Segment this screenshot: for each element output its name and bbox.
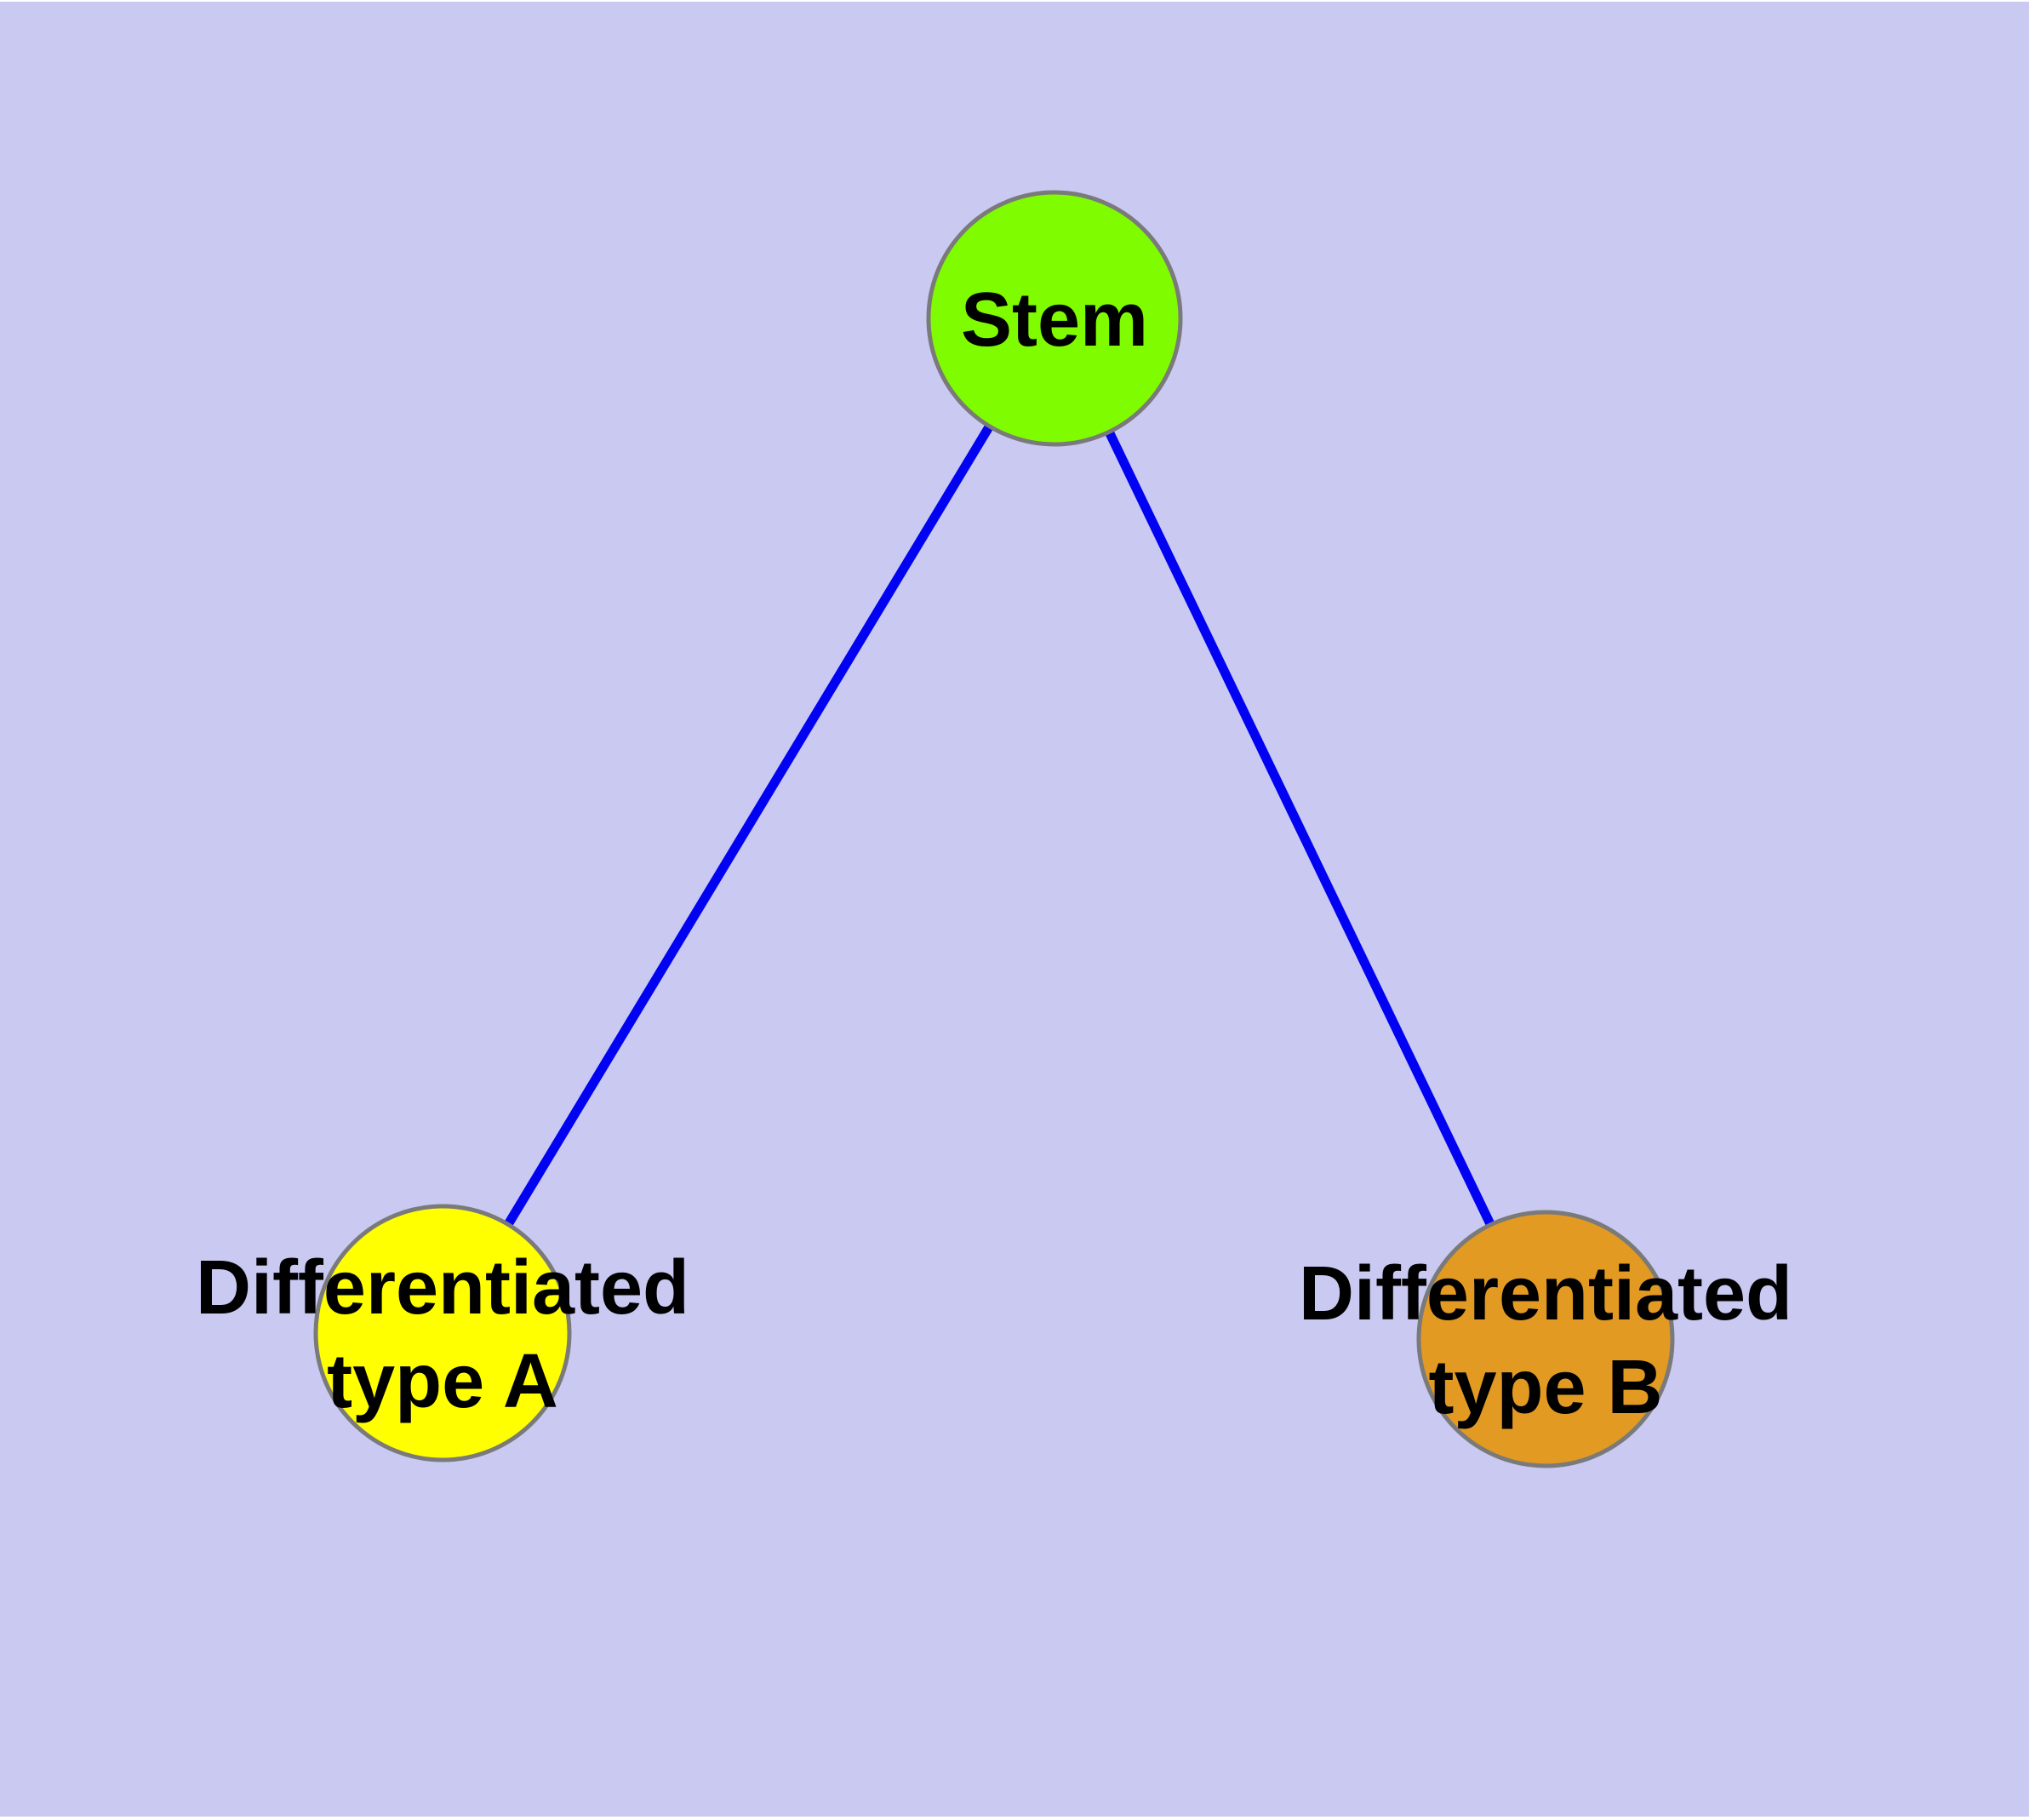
top-frame-edge xyxy=(0,0,2029,2)
bottom-frame-edge xyxy=(0,1817,2029,1820)
edges-layer xyxy=(438,316,1550,1342)
edge-stem-to-differentiated-type-b[interactable] xyxy=(1050,316,1550,1342)
node-differentiated-type-a[interactable] xyxy=(313,1204,572,1462)
nodes-layer xyxy=(313,190,1675,1468)
edge-stem-to-differentiated-type-a[interactable] xyxy=(438,316,1059,1336)
node-differentiated-type-b[interactable] xyxy=(1416,1210,1675,1468)
node-stem[interactable] xyxy=(926,190,1183,447)
